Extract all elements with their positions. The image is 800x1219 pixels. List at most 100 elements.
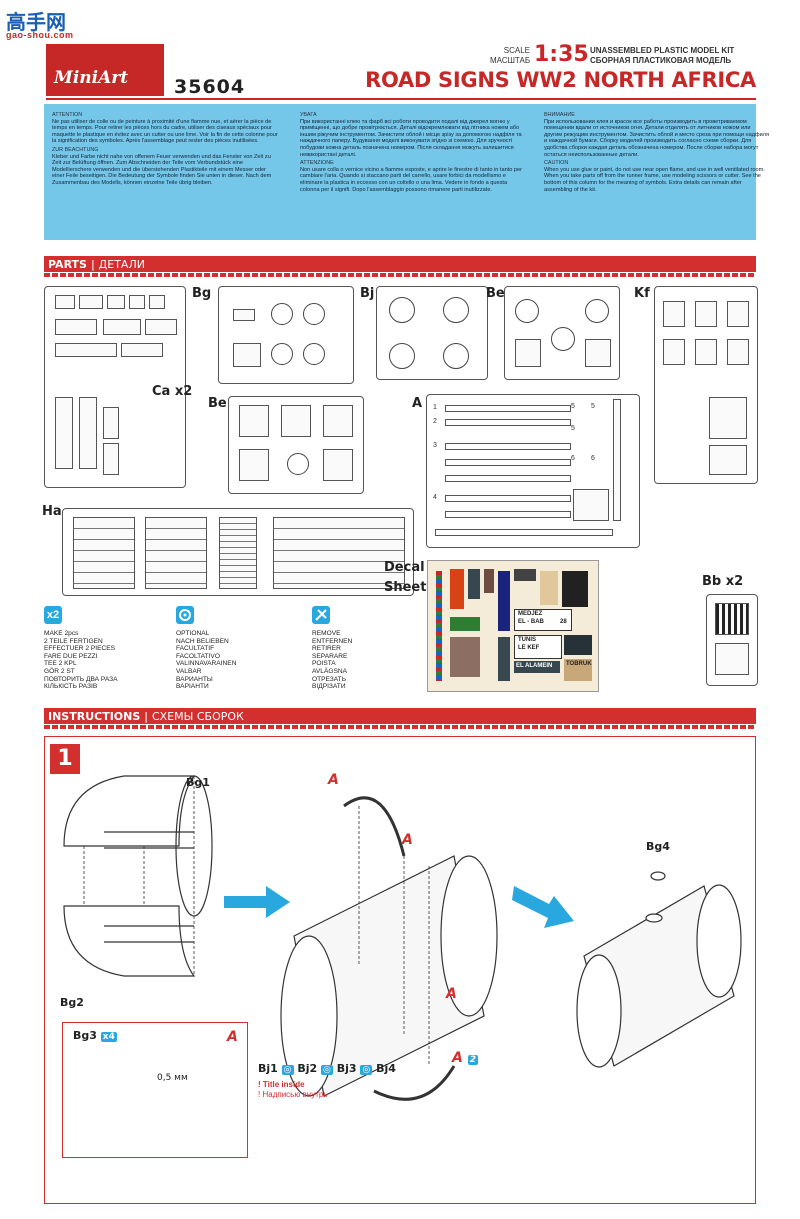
decal-sheet: MEDJEZ EL - BAB 28 TUNIS LE KEF EL ALAME… bbox=[427, 560, 599, 692]
kit-type-en: UNASSEMBLED PLASTIC MODEL KIT bbox=[590, 46, 735, 55]
legend-make-2: MAKE 2pcs 2 TEILE FERTIGEN EFFECTUER 2 P… bbox=[44, 630, 118, 691]
instructions-label-ru: СХЕМЫ СБОРОК bbox=[151, 710, 244, 723]
optional-icon: ◎ bbox=[281, 1065, 294, 1075]
warning-text: When you use glue or paint, do not use n… bbox=[544, 166, 765, 193]
optional-icon: ◎ bbox=[321, 1065, 333, 1075]
parts-label-ru: ДЕТАЛИ bbox=[98, 258, 145, 271]
step-1-panel bbox=[44, 736, 756, 1204]
instructions-section-bar: INSTRUCTIONS | СХЕМЫ СБОРОК bbox=[44, 708, 756, 724]
warning-text: Non usare colla o vernice vicino a fiamm… bbox=[300, 166, 523, 193]
sprue-ha-label: Ha bbox=[42, 504, 62, 519]
detail-tag-bg3: Bg3 x4 bbox=[73, 1029, 117, 1042]
warnings-column-3: ВНИМАНИЕ При использовании клея и красок… bbox=[544, 110, 770, 194]
scale-label-en: SCALE bbox=[503, 46, 530, 55]
sprue-ca bbox=[44, 286, 186, 488]
step-1-drawing bbox=[63, 775, 742, 1106]
tag-bg4: Bg4 bbox=[646, 840, 670, 853]
warning-heading: ATTENTION bbox=[52, 112, 83, 118]
part-number: 5 bbox=[571, 425, 575, 432]
warnings-column-1: ATTENTION Ne pas utiliser de colle ou de… bbox=[52, 110, 278, 188]
warnings-column-2: УВАГА При використанні клею та фарб всі … bbox=[300, 110, 526, 194]
detail-tag-a: A bbox=[227, 1029, 238, 1045]
decal-28: 28 bbox=[560, 619, 567, 625]
warning-text: Kleber und Farbe nicht nahe von offenem … bbox=[52, 153, 272, 186]
part-number: 5 bbox=[571, 403, 575, 410]
sprue-a: 1 2 3 4 5 5 5 6 6 7 8 bbox=[426, 394, 640, 548]
legend-optional: OPTIONAL NACH BELIEBEN FACULTATIF FACOLT… bbox=[176, 630, 237, 691]
sprue-bj bbox=[376, 286, 488, 380]
watermark-logo: 高手网 bbox=[6, 10, 66, 34]
kit-number: 35604 bbox=[174, 76, 246, 98]
tag-bg2: Bg2 bbox=[60, 996, 84, 1009]
header-divider bbox=[46, 98, 756, 100]
tag-a-mid: A bbox=[402, 832, 413, 848]
note-mark: ! bbox=[258, 1080, 261, 1089]
make-2-icon: x2 bbox=[44, 606, 62, 624]
tag-bj4: Bj4 bbox=[376, 1062, 396, 1075]
sprue-a-label: A bbox=[412, 396, 423, 411]
sprue-ha bbox=[62, 508, 414, 596]
decal-tobruk: TOBRUK bbox=[566, 661, 592, 667]
warning-text: При використанні клею та фарб всі роботи… bbox=[300, 118, 522, 158]
tag-bj1: Bj1 bbox=[258, 1062, 278, 1075]
decal-le-kef: LE KEF bbox=[518, 645, 540, 651]
tag-a-bottom-letter: A bbox=[452, 1050, 463, 1066]
instructions-label-en: INSTRUCTIONS bbox=[48, 710, 141, 723]
sprue-bg-label: Bg bbox=[192, 286, 212, 301]
part-number: 4 bbox=[433, 494, 437, 501]
sprue-kf-label: Kf bbox=[634, 286, 650, 301]
decal-medjez: MEDJEZ bbox=[518, 611, 543, 617]
instructions-section-title: INSTRUCTIONS | СХЕМЫ СБОРОК bbox=[48, 710, 244, 723]
warning-heading: УВАГА bbox=[300, 112, 317, 118]
scale-label: SCALE МАСШТАБ bbox=[490, 46, 530, 66]
warning-text: Ne pas utiliser de colle ou de peinture … bbox=[52, 118, 278, 145]
kit-type: UNASSEMBLED PLASTIC MODEL KIT СБОРНАЯ ПЛ… bbox=[590, 46, 734, 66]
scale-value: 1:35 bbox=[534, 42, 589, 67]
warnings-panel: ATTENTION Ne pas utiliser de colle ou de… bbox=[44, 104, 769, 240]
warning-heading: CAUTION bbox=[544, 160, 569, 167]
part-number: 3 bbox=[433, 442, 437, 449]
sprue-bj-label: Bj bbox=[360, 286, 375, 301]
detail-box: Bg3 x4 A 0,5 мм bbox=[62, 1022, 248, 1158]
note-ru: Надписью внутрь bbox=[262, 1090, 328, 1099]
finished-drum bbox=[576, 871, 742, 1068]
part-number: 6 bbox=[591, 455, 595, 462]
brand-name: MiniArt bbox=[54, 68, 129, 88]
sprue-kf bbox=[654, 286, 758, 484]
sprue-bg bbox=[218, 286, 354, 384]
drum-assembly bbox=[280, 796, 498, 1101]
part-number: 6 bbox=[571, 455, 575, 462]
kit-title: ROAD SIGNS WW2 NORTH AFRICA bbox=[365, 68, 756, 92]
sprue-bb-label: Bb x2 bbox=[702, 574, 744, 589]
decal-el-alamein: EL ALAMEIN bbox=[516, 663, 553, 669]
scale-label-ru: МАСШТАБ bbox=[490, 56, 531, 65]
watermark-url: gao-shou.com bbox=[6, 30, 74, 40]
sprue-bb bbox=[706, 594, 758, 686]
instructions-bar-stripe bbox=[44, 725, 756, 729]
sprue-be-label: Be bbox=[208, 396, 227, 411]
part-number: 2 bbox=[433, 418, 437, 425]
sprue-ca-label: Ca x2 bbox=[152, 384, 193, 399]
decal-sheet-label-1: Decal bbox=[384, 560, 425, 575]
tag-a-bottom: A 2 bbox=[452, 1050, 478, 1066]
step-note: ! Title inside ! Надписью внутрь bbox=[258, 1080, 328, 1100]
tag-bg3-qty: x4 bbox=[100, 1032, 117, 1042]
parts-label-en: PARTS bbox=[48, 258, 87, 271]
decal-sheet-label-2: Sheet bbox=[384, 580, 427, 595]
warning-heading: ZUR BEACHTUNG bbox=[52, 146, 99, 153]
optional-icon: ◎ bbox=[360, 1065, 373, 1075]
tag-bg1: Bg1 bbox=[186, 776, 210, 789]
arrow-icon bbox=[512, 886, 574, 928]
tag-bj3: Bj3 bbox=[336, 1062, 357, 1075]
step-number: 1 bbox=[50, 744, 80, 774]
note-mark-2: ! bbox=[258, 1090, 261, 1099]
tag-bj2: Bj2 bbox=[297, 1062, 318, 1075]
arrow-icon bbox=[224, 886, 290, 918]
kit-type-ru: СБОРНАЯ ПЛАСТИКОВАЯ МОДЕЛЬ bbox=[590, 56, 732, 65]
part-number: 1 bbox=[433, 404, 437, 411]
decal-tunis: TUNIS bbox=[518, 637, 536, 643]
tag-a-top: A bbox=[328, 772, 339, 788]
drum-halves bbox=[63, 775, 213, 977]
sprue-be-top bbox=[504, 286, 620, 380]
tag-a-right: A bbox=[446, 986, 457, 1002]
